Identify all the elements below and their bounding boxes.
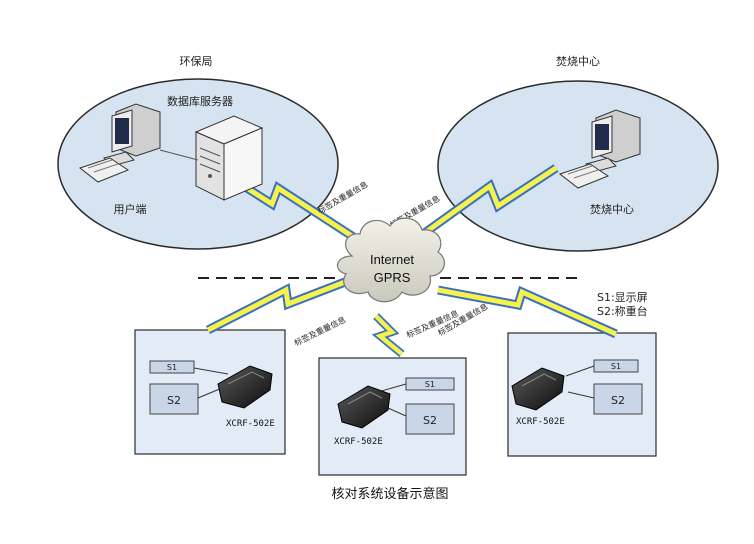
station-middle-s2-label: S2 <box>423 414 437 427</box>
station-left-s2-box <box>149 383 199 415</box>
legend-s2: S2:称重台 <box>597 304 648 318</box>
station-left-s1-box <box>149 360 195 374</box>
link-cloud-to-middle-station <box>371 313 405 358</box>
internet-cloud-icon: Internet GPRS <box>336 217 446 303</box>
station-middle: S1 S2 XCRF-502E <box>334 377 455 447</box>
cloud-label-internet: Internet <box>370 252 414 267</box>
station-left-s2-label: S2 <box>167 394 181 407</box>
link-label-left-station: 标签及重量信息 <box>292 314 347 348</box>
zone-incinerator: 焚烧中心 焚烧中心 <box>437 55 719 252</box>
diagram-caption: 核对系统设备示意图 <box>331 486 448 502</box>
client-label: 用户端 <box>114 202 147 216</box>
zone-epb-title: 环保局 <box>180 54 213 68</box>
zone-incinerator-ellipse <box>437 80 719 252</box>
station-left-s1-label: S1 <box>167 363 177 372</box>
server-label: 数据库服务器 <box>167 94 233 108</box>
legend-s1: S1:显示屏 <box>597 291 648 304</box>
station-right: S1 S2 XCRF-502E <box>511 359 643 427</box>
incinerator-pc-icon <box>558 109 641 189</box>
client-pc-icon <box>78 103 199 183</box>
incinerator-pc-label: 焚烧中心 <box>590 203 634 216</box>
link-cloud-to-left-station <box>205 277 347 335</box>
station-right-s2-box <box>593 383 643 415</box>
station-right-s2-label: S2 <box>611 394 625 407</box>
cloud-label-gprs: GPRS <box>374 270 411 285</box>
station-left-model: XCRF-502E <box>226 419 275 429</box>
station-right-model: XCRF-502E <box>516 417 565 427</box>
link-cloud-to-incinerator <box>409 164 559 246</box>
station-middle-model: XCRF-502E <box>334 437 383 447</box>
station-right-s1-label: S1 <box>611 362 621 371</box>
reader-device-icon <box>337 385 391 429</box>
reader-device-icon <box>511 367 565 411</box>
station-middle-s1-label: S1 <box>425 380 435 389</box>
link-cloud-to-right-station <box>437 285 618 339</box>
station-left: S1 S2 XCRF-502E <box>149 360 275 429</box>
reader-device-icon <box>217 365 273 409</box>
station-middle-s2-box <box>405 403 455 435</box>
database-server-icon <box>194 115 264 201</box>
zone-incinerator-title: 焚烧中心 <box>556 55 600 68</box>
